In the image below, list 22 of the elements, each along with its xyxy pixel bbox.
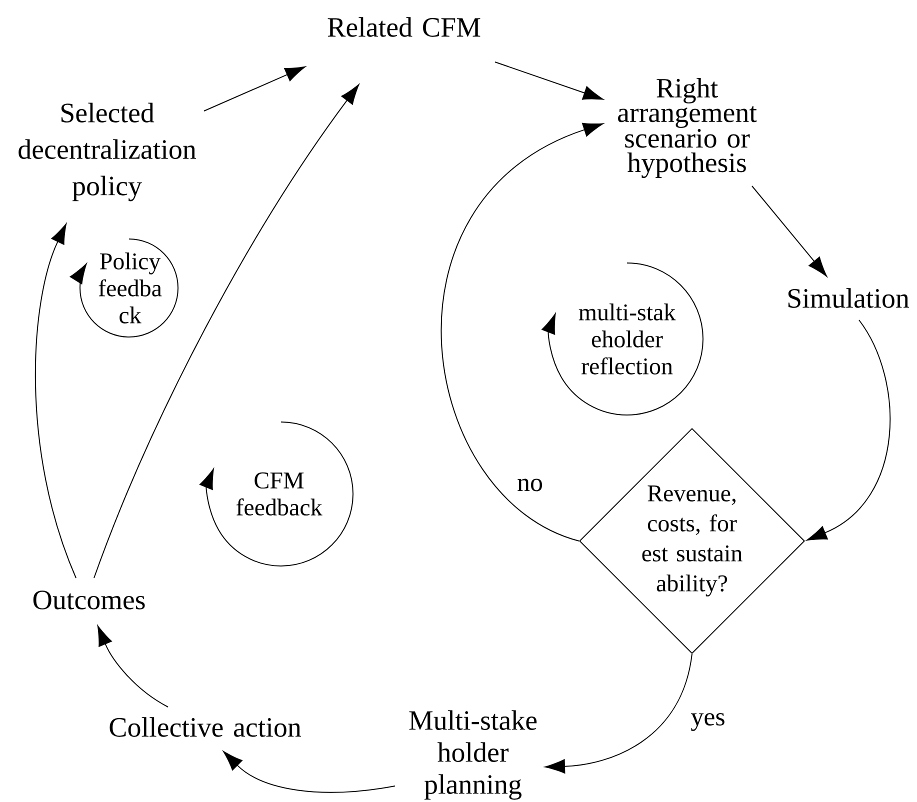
concept-label: Right arrangement scenario or hypothesis: [618, 78, 757, 178]
arrow: [34, 224, 76, 578]
edge-label: yes: [690, 712, 726, 732]
arrow: [97, 626, 168, 708]
edge-label: no: [516, 478, 544, 492]
concept-label: Multi-stake holder planning: [409, 710, 537, 800]
arrow: [752, 186, 828, 277]
concept-label: Outcomes: [33, 590, 145, 610]
loop-label: multi-stak eholder reflection: [578, 304, 676, 374]
arrow: [544, 654, 692, 774]
concept-label: Related CFM: [328, 17, 480, 37]
arrow: [223, 751, 396, 793]
arrow: [806, 320, 891, 541]
concept-label: Selected decentralization policy: [18, 102, 196, 202]
concept-label: Collective action: [110, 717, 302, 737]
loop-label: CFM feedback: [236, 472, 322, 516]
arrow: [494, 62, 604, 100]
arrow: [204, 66, 306, 112]
arrow: [441, 122, 604, 542]
loop-label: Policy feedba ck: [98, 252, 162, 324]
arrow: [94, 84, 360, 578]
concept-label: Simulation: [788, 288, 910, 308]
